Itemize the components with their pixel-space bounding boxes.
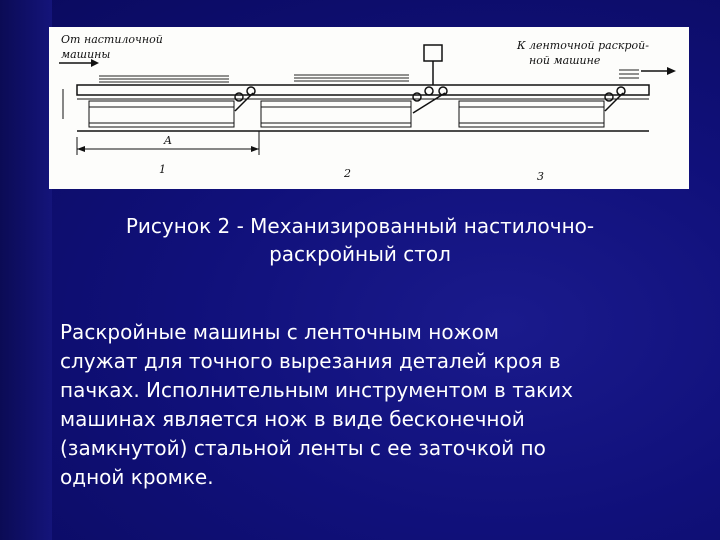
dim-arrow-left	[77, 146, 85, 152]
label-right-line2: ной машине	[529, 54, 601, 67]
caption-line-1: Рисунок 2 - Механизированный настилочно-	[125, 214, 595, 238]
carriage-box	[423, 44, 443, 62]
roller-joint-1	[234, 86, 256, 112]
label-right-line1: К ленточной раскрой-	[516, 39, 649, 52]
roller-joint-2	[412, 86, 448, 114]
caption-line-2: раскройный стол	[269, 242, 451, 266]
table-drawing: От настилочной машины К ленточной раскро…	[59, 33, 676, 183]
table-top-rail	[76, 84, 650, 96]
label-left-line2: машины	[61, 48, 110, 61]
section-1-body	[88, 100, 235, 128]
label-left-line1: От настилочной	[61, 33, 163, 46]
fabric-stack-left	[99, 75, 229, 83]
roller-joint-3	[604, 86, 626, 112]
slide-left-strip	[0, 0, 52, 540]
fabric-stack-right	[619, 69, 639, 79]
section-2-body	[260, 100, 412, 128]
fabric-stack-middle	[294, 74, 409, 82]
section-number-2: 2	[343, 167, 351, 180]
figure-image: От настилочной машины К ленточной раскро…	[49, 27, 689, 189]
output-arrow-head	[667, 67, 676, 75]
section-number-1: 1	[159, 163, 166, 176]
figure-caption: Рисунок 2 - Механизированный настилочно-…	[60, 212, 660, 268]
section-number-3: 3	[537, 170, 544, 183]
input-arrow-head	[91, 59, 99, 67]
dim-label: A	[163, 134, 172, 147]
section-3-body	[458, 100, 605, 128]
body-paragraph: Раскройные машины с ленточным ножом служ…	[60, 320, 574, 489]
dim-arrow-right	[251, 146, 259, 152]
